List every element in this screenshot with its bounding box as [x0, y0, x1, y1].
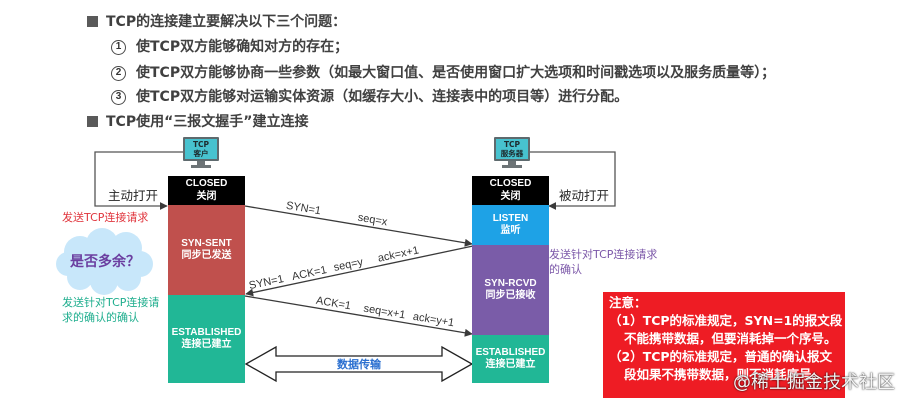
client-state-closed: CLOSED 关闭: [168, 176, 245, 205]
note-box: 注意： （1）TCP的标准规定，SYN=1的报文段 不能携带数据，但要消耗掉一个…: [603, 292, 845, 398]
question-bubble-text: 是否多余？: [70, 254, 140, 270]
client-open-arrow: [94, 151, 183, 210]
bubble-lobe: [78, 237, 130, 289]
state-name: ESTABLISHED: [171, 326, 242, 338]
server-monitor-stand: [508, 161, 516, 166]
intro-item-1: 使TCP双方能够确知对方的存在；: [136, 39, 349, 55]
client-monitor-base: [191, 165, 211, 168]
intro-item-3: 使TCP双方能够对运输实体资源（如缓存大小、连接表中的项目等）进行分配。: [136, 89, 629, 105]
state-desc: 关闭: [196, 190, 217, 202]
state-name: CLOSED: [185, 178, 228, 189]
server-state-closed: CLOSED 关闭: [472, 176, 549, 205]
message-1-field: SYN=1: [285, 200, 322, 218]
server-icon-label-line2: 服务器: [500, 149, 524, 158]
message-2-arrow: [245, 245, 474, 297]
server-open-label: 被动打开: [559, 188, 610, 203]
bullet-square: [87, 16, 98, 27]
state-name: SYN-RCVD: [484, 277, 537, 289]
server-state-syn-rcvd: SYN-RCVD 同步已接收: [472, 245, 549, 335]
message-2-field: seq=y: [333, 256, 365, 274]
client-open-label: 主动打开: [108, 188, 159, 203]
state-desc: 关闭: [500, 190, 521, 202]
server-state-established: ESTABLISHED 连接已建立: [472, 335, 549, 383]
message-3-arrow: [244, 295, 473, 337]
client-monitor-stand: [197, 161, 205, 166]
note-line: （1）TCP的标准规定，SYN=1的报文段: [609, 313, 843, 328]
bubble-lobe: [56, 252, 80, 276]
server-monitor-base: [502, 165, 522, 168]
state-desc: 监听: [500, 225, 521, 236]
state-name: LISTEN: [492, 212, 529, 224]
state-desc: 连接已建立: [485, 359, 536, 370]
data-transfer-label: 数据传输: [337, 357, 382, 371]
note-line: （2）TCP的标准规定，普通的确认报文: [609, 349, 833, 364]
client-ack-annotation-line1: 发送针对TCP连接请: [62, 296, 160, 309]
state-desc: 同步已发送: [181, 250, 232, 261]
item-number-2: 2: [111, 65, 126, 81]
note-title: 注意：: [609, 295, 647, 310]
intro-heading: TCP的连接建立要解决以下三个问题：: [106, 14, 347, 30]
server-ack-annotation-line1: 发送针对TCP连接请求: [549, 248, 658, 261]
question-bubble: [56, 228, 153, 295]
bullet-square: [87, 116, 98, 127]
client-request-annotation: 发送TCP连接请求: [62, 211, 149, 224]
message-3-field: seq=x+1: [363, 303, 407, 322]
state-name: ESTABLISHED: [475, 346, 546, 358]
item-number-1: 1: [111, 39, 126, 55]
message-3-field: ACK=1: [315, 295, 352, 313]
server-icon-label-line1: TCP: [503, 140, 521, 149]
client-state-established: ESTABLISHED 连接已建立: [168, 295, 245, 383]
note-line: 不能携带数据，但要消耗掉一个序号。: [624, 331, 837, 346]
state-desc: 连接已建立: [181, 339, 232, 350]
state-name: CLOSED: [489, 178, 532, 189]
server-ack-annotation-line2: 的确认: [549, 263, 582, 276]
message-1-arrow: [244, 205, 473, 247]
server-computer-icon: TCP 服务器: [494, 137, 530, 161]
handshake-heading: TCP使用“三报文握手”建立连接: [106, 114, 309, 130]
intro-item-2: 使TCP双方能够协商一些参数（如最大窗口值、是否使用窗口扩大选项和时间戳选项以及…: [136, 65, 776, 81]
watermark: @稀土掘金技术社区: [733, 372, 895, 393]
client-computer-icon: TCP 客户: [183, 137, 219, 161]
client-icon-label-line2: 客户: [193, 149, 209, 158]
state-desc: 同步已接收: [485, 290, 536, 301]
client-state-syn-sent: SYN-SENT 同步已发送: [168, 205, 245, 295]
note-line: 段如果不携带数据，则不消耗序号。: [624, 367, 825, 382]
message-3-field: ack=y+1: [412, 311, 455, 330]
item-number-3: 3: [111, 89, 126, 105]
client-ack-annotation-line2: 求的确认的确认: [62, 311, 139, 324]
message-1-field: seq=x: [357, 212, 389, 229]
state-name: SYN-SENT: [181, 237, 232, 249]
server-state-listen: LISTEN 监听: [472, 205, 549, 245]
server-open-arrow: [530, 151, 616, 210]
client-icon-label-line1: TCP: [192, 140, 210, 149]
